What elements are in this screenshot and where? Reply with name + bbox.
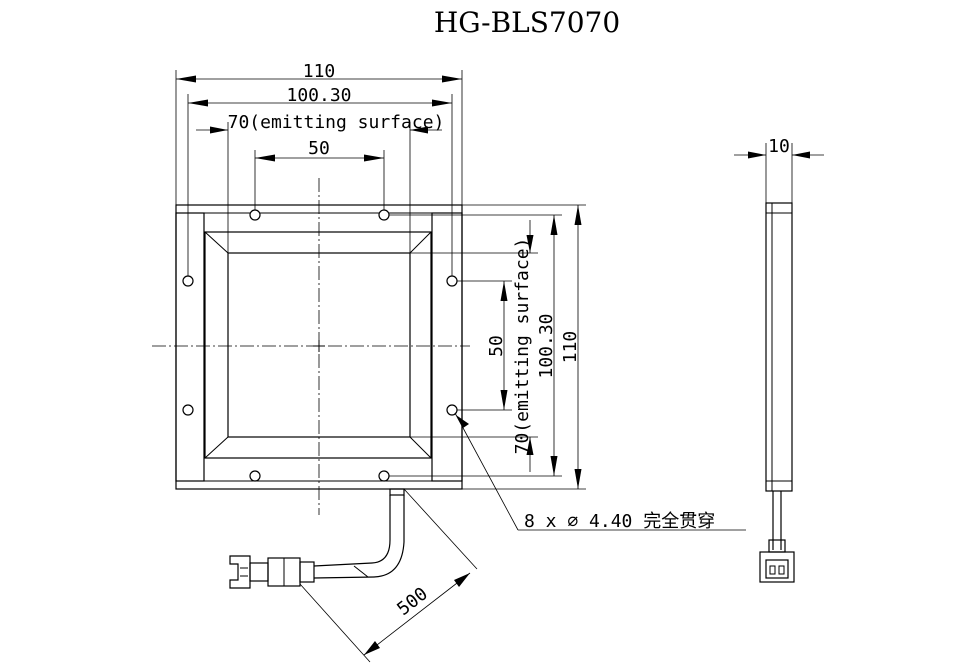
dim-width-holes: 50	[308, 138, 330, 159]
cable-ferrule	[299, 561, 315, 583]
dim-thickness: 10	[768, 136, 790, 157]
drawing-title: HG-BLS7070	[434, 6, 620, 39]
cable-line-outer	[313, 495, 391, 567]
front-view: 110 100.30 70(emitting surface) 50	[152, 61, 746, 532]
mount-hole	[182, 275, 194, 287]
mount-hole	[378, 209, 390, 221]
side-cable-sleeve	[768, 539, 786, 553]
side-connector	[759, 551, 795, 583]
hole-note-leader	[454, 412, 519, 531]
emitting-frame-outer	[204, 231, 432, 459]
dim-height-holes: 50	[486, 335, 507, 357]
dim-height-emitting: 70(emitting surface)	[512, 238, 533, 455]
connector-collar	[249, 562, 269, 582]
side-body	[765, 202, 793, 492]
side-view: 10	[734, 136, 824, 583]
cable-line-inner	[313, 495, 405, 579]
mount-hole	[446, 275, 458, 287]
hole-note: 8 x ∅ 4.40 完全贯穿	[524, 511, 715, 532]
connector-plug	[229, 555, 251, 589]
dim-width-emitting: 70(emitting surface)	[228, 112, 445, 133]
left-mount-bar	[175, 212, 205, 482]
cable-assembly: 500	[229, 488, 478, 663]
dim-cable-length: 500	[393, 583, 432, 620]
mount-hole	[249, 470, 261, 482]
dim-height-overall: 110	[560, 331, 581, 364]
mounting-holes	[182, 209, 458, 482]
dim-width-mount: 100.30	[286, 85, 351, 106]
dim-height-mount: 100.30	[536, 313, 557, 378]
mount-hole	[378, 470, 390, 482]
mount-hole	[182, 404, 194, 416]
cable-strain-relief	[389, 488, 405, 496]
mount-hole	[249, 209, 261, 221]
dim-width-overall: 110	[303, 61, 336, 82]
right-mount-bar	[431, 212, 463, 482]
